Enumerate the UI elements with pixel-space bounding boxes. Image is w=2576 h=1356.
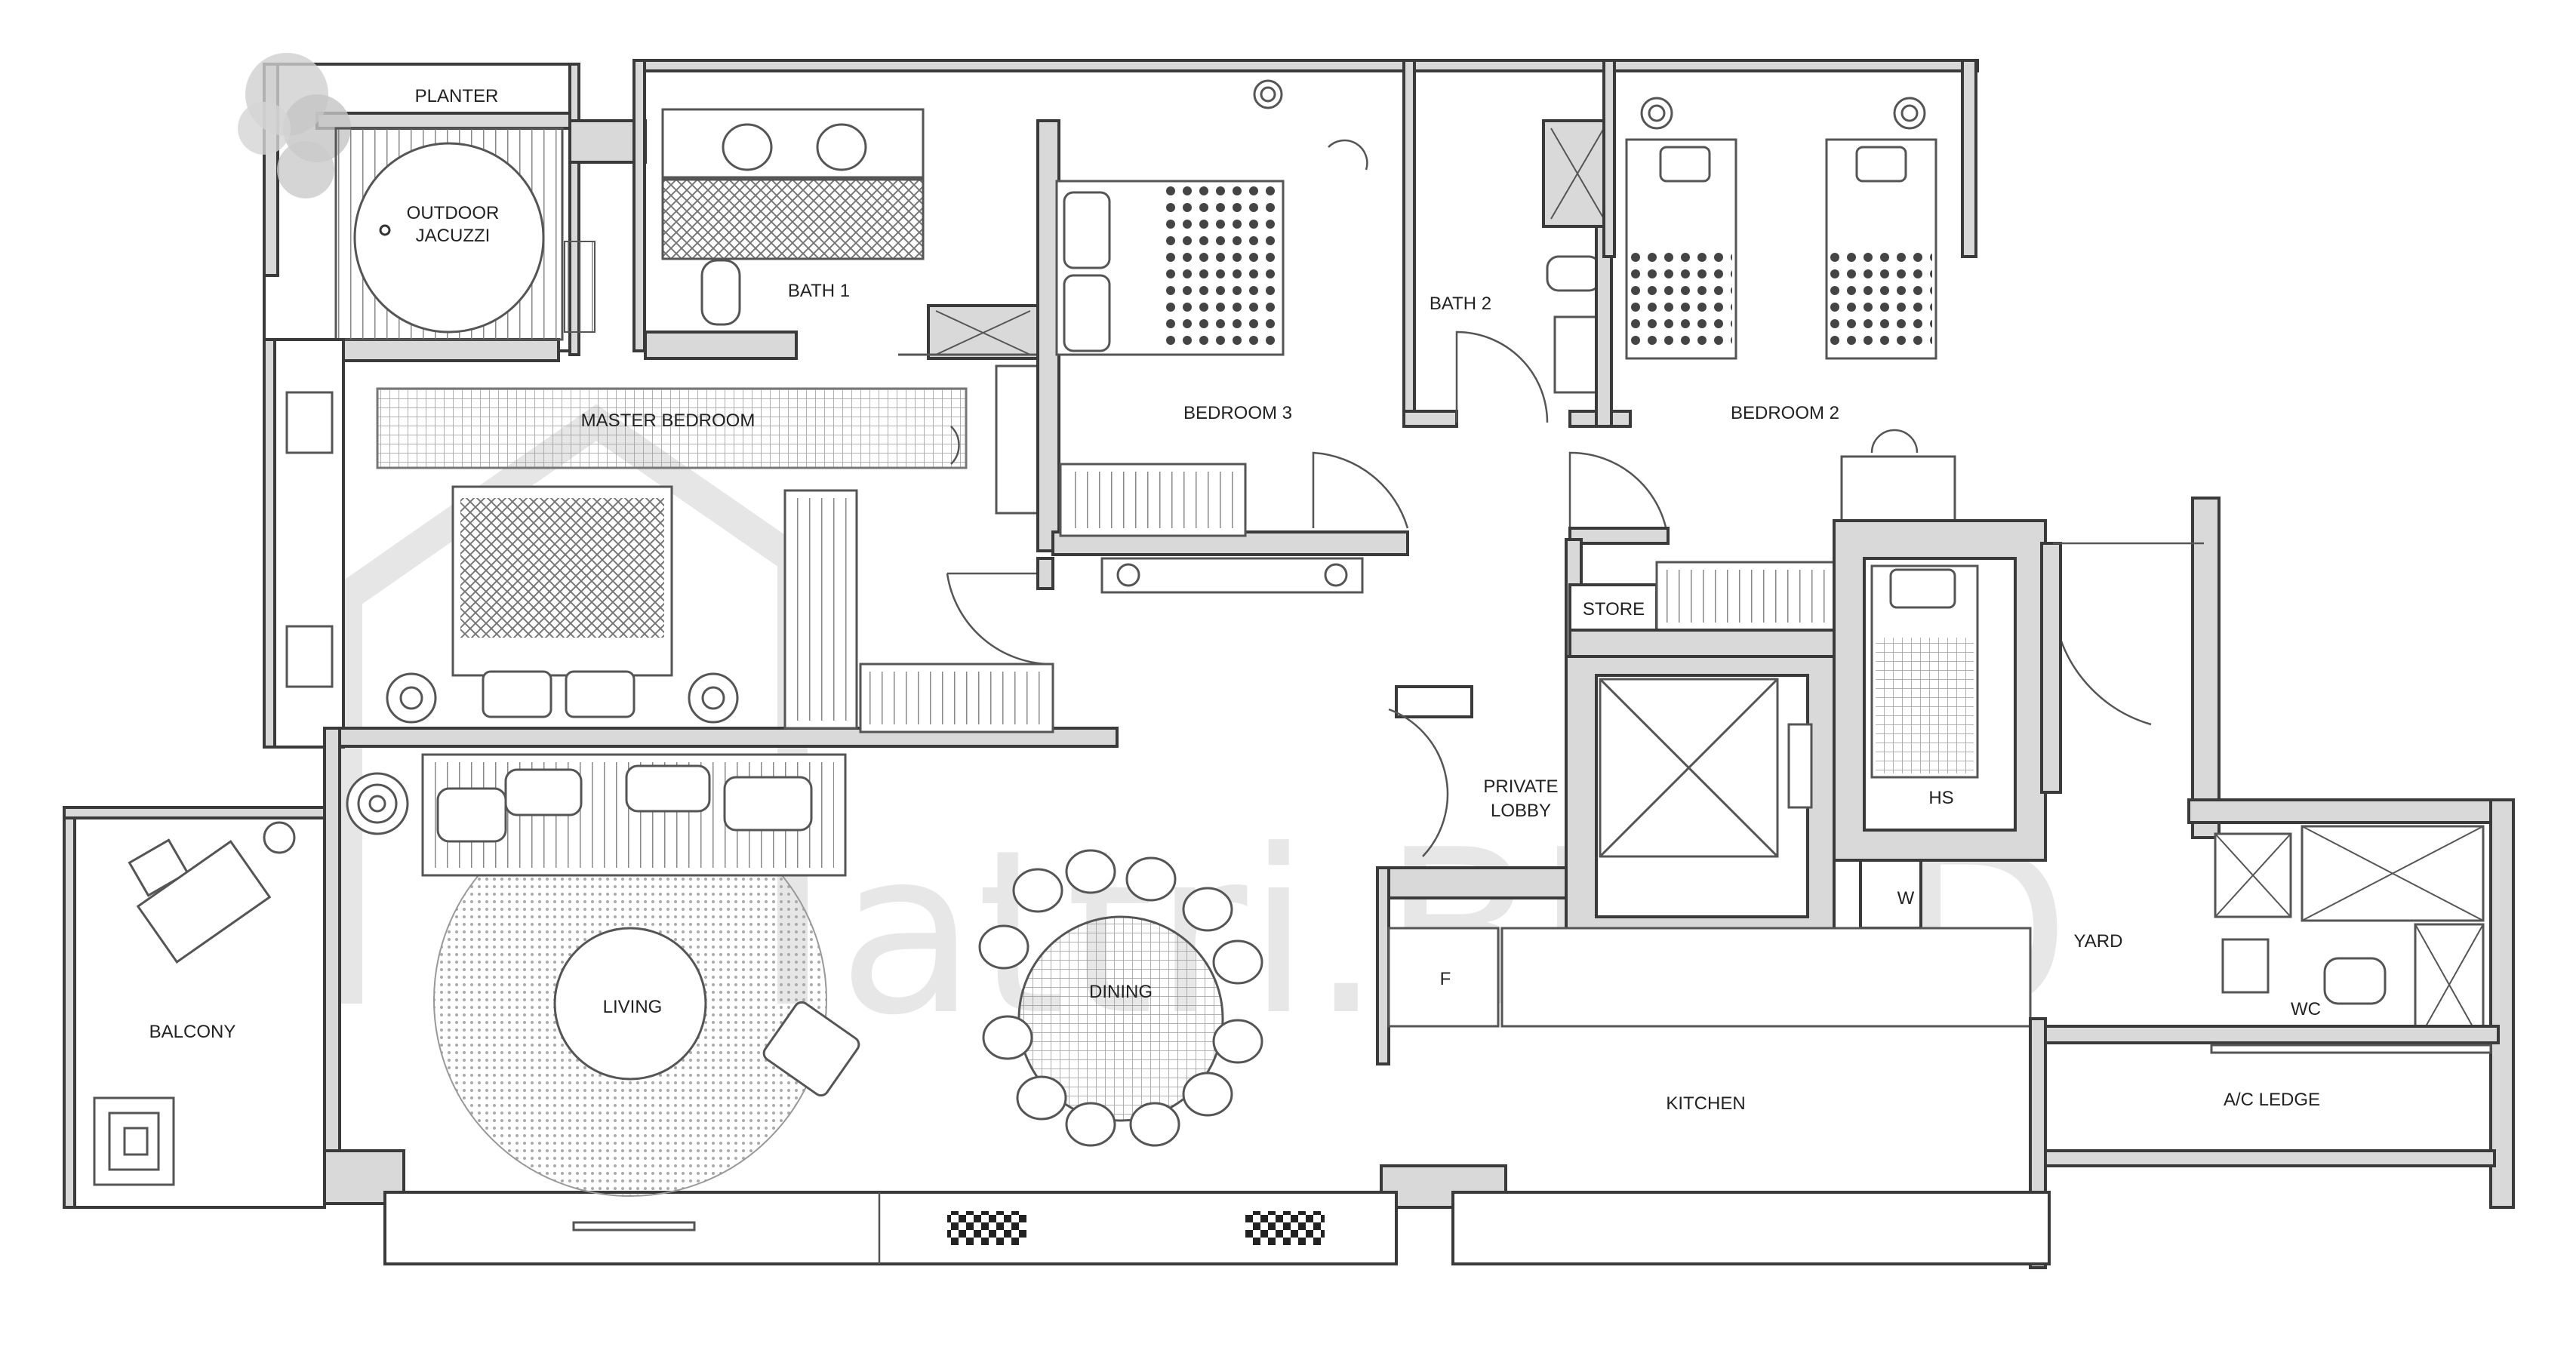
jacuzzi-label-line1: OUTDOOR: [407, 203, 500, 223]
w-label: W: [1897, 888, 1915, 909]
bedroom2-label: BEDROOM 2: [1731, 403, 1839, 423]
yard-label: YARD: [2074, 931, 2123, 952]
living-balcony-edge: [383, 1191, 1398, 1265]
tree-icon: [238, 53, 351, 198]
fridge-label: F: [1440, 969, 1451, 989]
bath1-fixtures: [644, 108, 1042, 360]
wardrobe: [376, 387, 968, 469]
bath1-label: BATH 1: [788, 281, 850, 301]
private-lobby-label-line1: PRIVATE: [1483, 776, 1558, 797]
bath2-label: BATH 2: [1430, 294, 1491, 314]
jacuzzi-tub: [353, 142, 545, 334]
balcony-label: BALCONY: [149, 1022, 236, 1042]
bedroom3-label: BEDROOM 3: [1183, 403, 1292, 423]
hs-label: HS: [1928, 788, 1953, 808]
ac-ledge-label: A/C LEDGE: [2224, 1090, 2320, 1110]
master-bedroom-label: MASTER BEDROOM: [581, 410, 756, 431]
jacuzzi-label-line2: JACUZZI: [416, 226, 491, 246]
wc-label: WC: [2291, 999, 2321, 1019]
living-label: LIVING: [603, 997, 663, 1017]
kitchen-label: KITCHEN: [1666, 1093, 1745, 1114]
planter-label: PLANTER: [415, 86, 499, 106]
north-wall: [632, 59, 1979, 72]
dining-label: DINING: [1089, 982, 1153, 1002]
store-label: STORE: [1583, 599, 1645, 620]
private-lobby-label-line2: LOBBY: [1491, 801, 1551, 821]
dining-table: [978, 849, 1263, 1147]
